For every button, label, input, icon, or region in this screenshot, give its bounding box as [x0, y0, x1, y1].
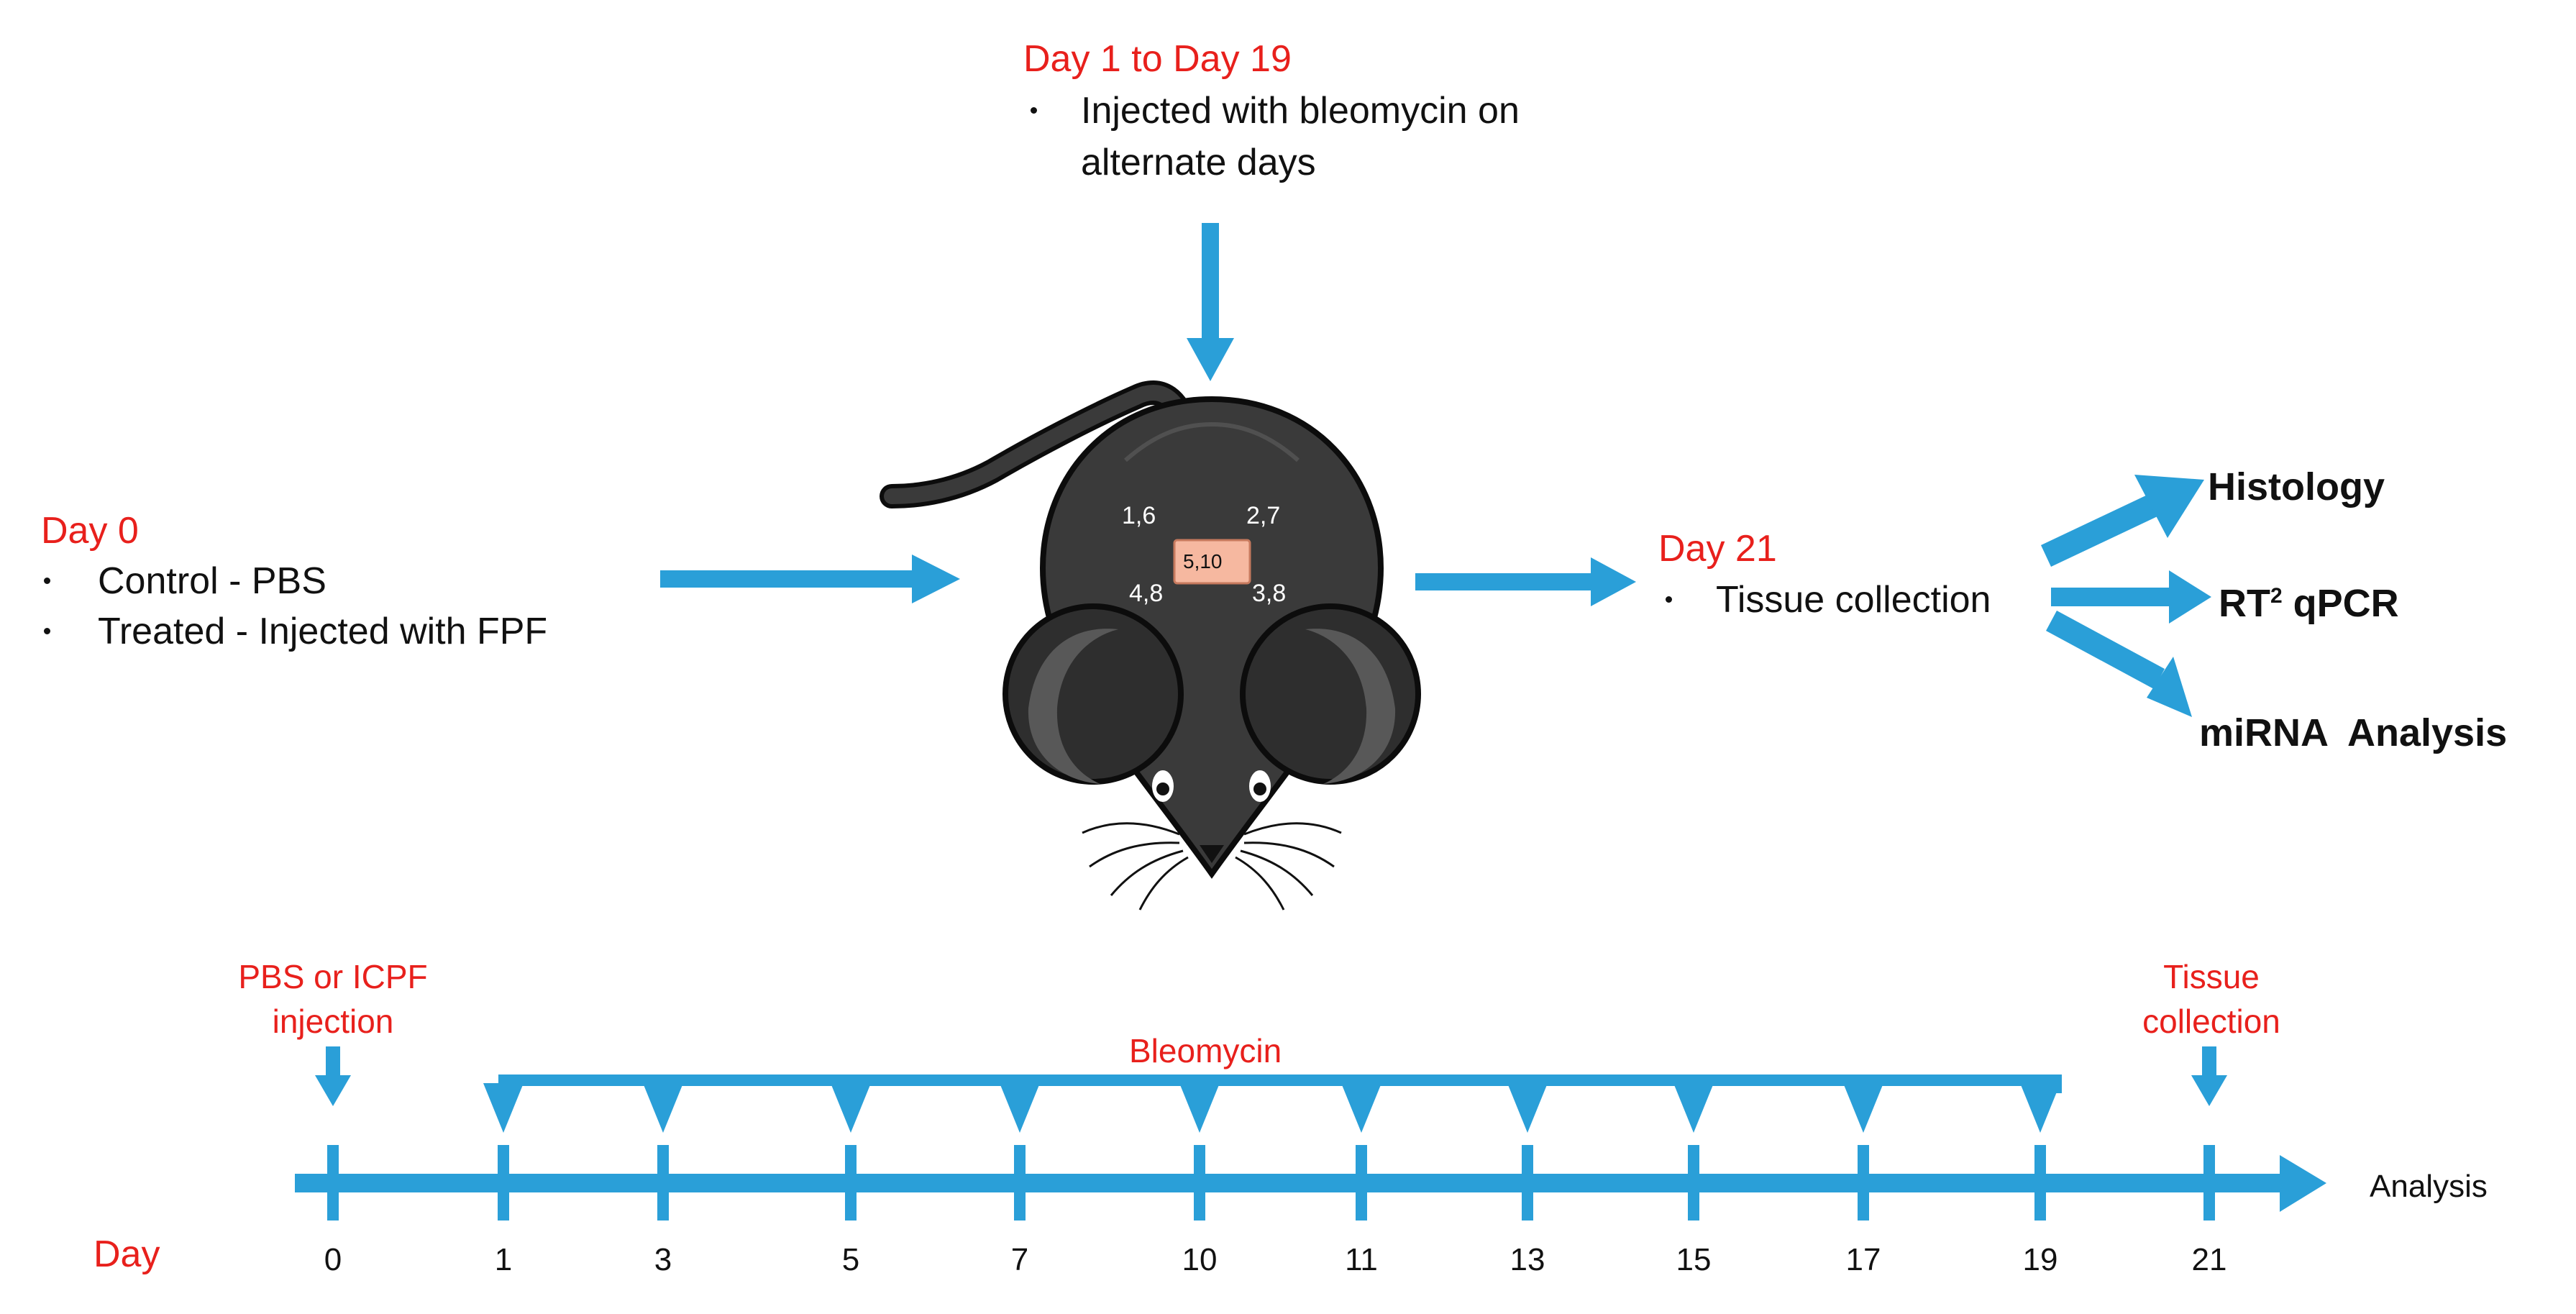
top-bullet-line2: alternate days: [1081, 142, 1316, 183]
bleomycin-marker-day-5: [831, 1083, 871, 1133]
tick-label-7: 7: [1010, 1242, 1029, 1277]
tick-label-13: 13: [1509, 1242, 1545, 1277]
timeline-axis: [295, 1155, 2326, 1212]
timeline-bracket: [498, 1075, 2062, 1093]
tick-label-19: 19: [2022, 1242, 2058, 1277]
bleomycin-marker-day-10: [1179, 1083, 1220, 1133]
outcome-mirna: miRNA Analysis: [2199, 711, 2508, 754]
bleomycin-marker-day-13: [1507, 1083, 1548, 1133]
right-heading: Day 21: [1658, 528, 1777, 570]
timeline-tick-7: [1014, 1145, 1026, 1221]
arrow-to-mirna: [2046, 611, 2192, 717]
left-bullet2: Treated - Injected with FPF: [98, 611, 548, 652]
bleomycin-marker-day-7: [1000, 1083, 1040, 1133]
timeline-tick-3: [657, 1145, 669, 1221]
arrow-to-histology: [2041, 475, 2204, 567]
rt-prefix: RT: [2219, 582, 2270, 625]
mouse-label-bottom-left: 4,8: [1129, 580, 1164, 607]
left-bullet1: Control - PBS: [98, 560, 326, 602]
mouse-label-top-left: 1,6: [1122, 502, 1156, 529]
tissue-collection-arrow: [2191, 1046, 2227, 1106]
pbs-label-line1: PBS or ICPF: [238, 958, 428, 995]
bleomycin-marker-day-3: [643, 1083, 683, 1133]
timeline-tick-1: [498, 1145, 509, 1221]
tick-label-11: 11: [1345, 1242, 1378, 1277]
tick-label-1: 1: [494, 1242, 513, 1277]
tick-label-3: 3: [654, 1242, 672, 1277]
arrow-down-top: [1187, 223, 1234, 381]
bleomycin-markers: [483, 1083, 2060, 1133]
tick-label-10: 10: [1182, 1242, 1218, 1277]
left-heading: Day 0: [41, 510, 139, 552]
pbs-label-line2: injection: [272, 1003, 394, 1040]
arrow-to-rtqpcr: [2051, 570, 2211, 624]
mouse-label-bottom-right: 3,8: [1252, 580, 1287, 607]
timeline-day-label: Day: [93, 1233, 160, 1275]
bleomycin-marker-day-11: [1341, 1083, 1381, 1133]
bullet: [44, 628, 50, 634]
top-heading: Day 1 to Day 19: [1023, 38, 1292, 80]
timeline-tick-5: [845, 1145, 857, 1221]
tick-label-15: 15: [1676, 1242, 1712, 1277]
timeline-tick-0: [327, 1145, 339, 1221]
timeline-tick-11: [1356, 1145, 1367, 1221]
pbs-injection-arrow: [315, 1046, 351, 1106]
top-bullet-line1: Injected with bleomycin on: [1081, 90, 1520, 132]
mouse-icon: [880, 380, 1421, 911]
rt-superscript: 2: [2270, 584, 2283, 608]
mouse-label-top-right: 2,7: [1246, 502, 1281, 529]
timeline-tick-10: [1194, 1145, 1205, 1221]
timeline-tick-17: [1858, 1145, 1869, 1221]
outcome-histology: Histology: [2208, 465, 2385, 508]
tissue-label-line1: Tissue: [2163, 958, 2260, 995]
bullet: [44, 578, 50, 584]
bullet: [1666, 596, 1672, 603]
tick-label-0: 0: [324, 1242, 342, 1277]
bleomycin-marker-day-1: [483, 1083, 524, 1133]
arrow-right-left: [660, 555, 960, 603]
bleomycin-label: Bleomycin: [1129, 1032, 1282, 1069]
tick-label-17: 17: [1845, 1242, 1881, 1277]
arrow-right-mouse: [1415, 557, 1636, 606]
bullet: [1031, 107, 1037, 114]
tick-label-21: 21: [2191, 1242, 2227, 1277]
timeline-end-label: Analysis: [2370, 1169, 2488, 1204]
tissue-label-line2: collection: [2142, 1003, 2280, 1040]
bleomycin-marker-day-17: [1843, 1083, 1883, 1133]
mouse-label-center: 5,10: [1183, 550, 1223, 572]
bleomycin-marker-day-19: [2020, 1083, 2060, 1133]
outcome-rt-qpcr: RT2 qPCR: [2219, 584, 2399, 623]
right-bullet1: Tissue collection: [1716, 579, 1991, 621]
timeline-tick-19: [2034, 1145, 2046, 1221]
tick-label-5: 5: [841, 1242, 860, 1277]
timeline-tick-13: [1522, 1145, 1533, 1221]
timeline-ticks: [327, 1145, 2215, 1221]
timeline-tick-21: [2203, 1145, 2215, 1221]
timeline-tick-15: [1688, 1145, 1699, 1221]
bleomycin-marker-day-15: [1673, 1083, 1714, 1133]
rt-suffix: qPCR: [2282, 582, 2399, 625]
